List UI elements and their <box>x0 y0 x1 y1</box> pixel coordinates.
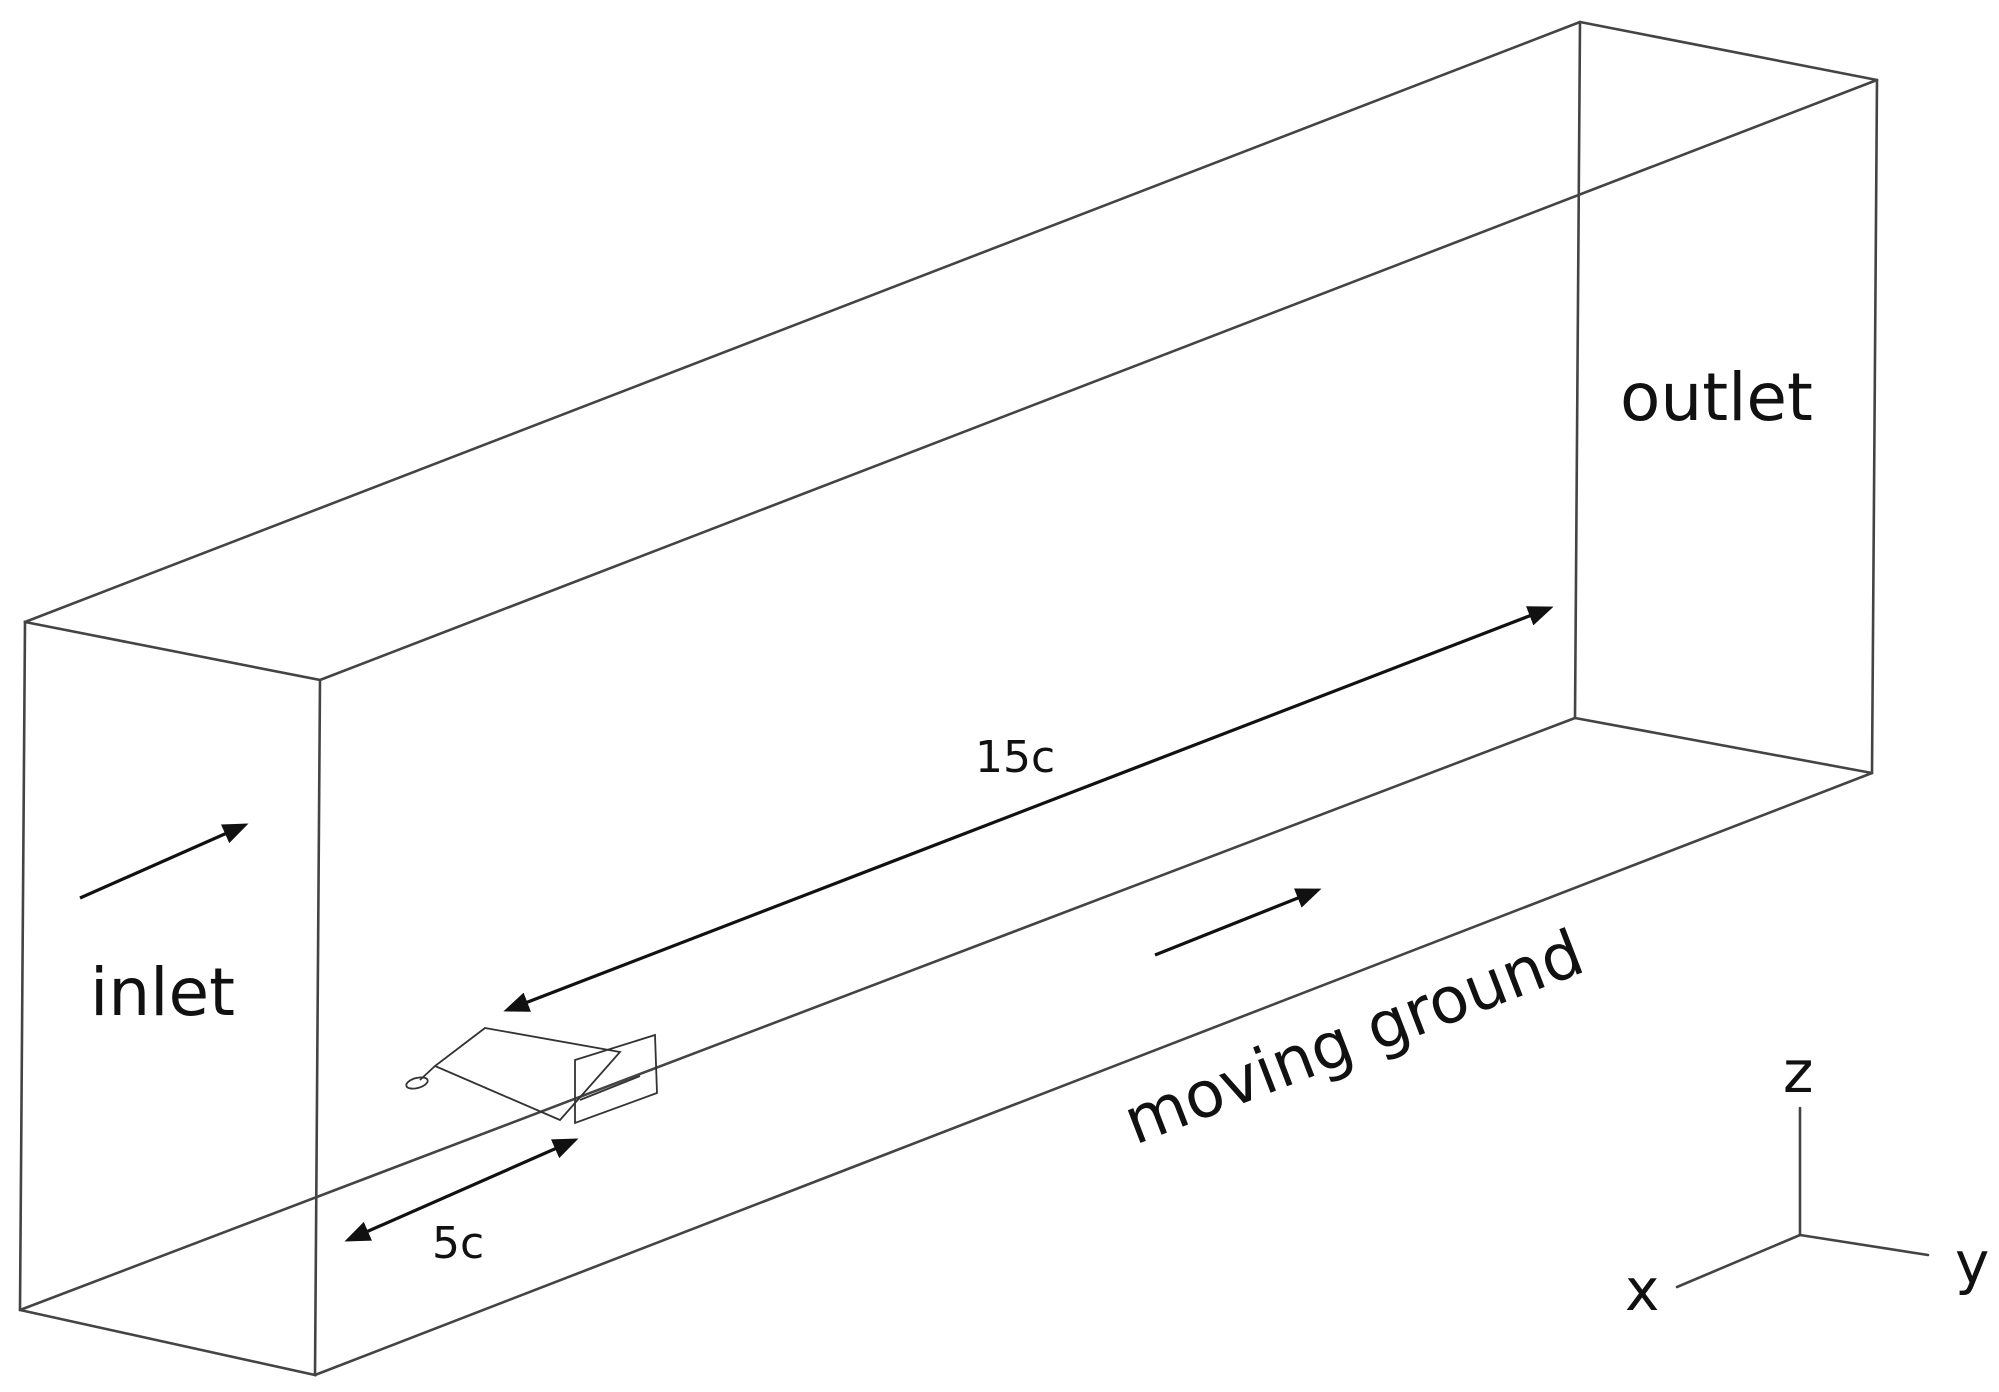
inlet-flow-arrow <box>79 823 249 900</box>
wing-planform <box>433 1027 622 1122</box>
coordinate-axes <box>1675 1106 1930 1289</box>
outlet-front-vertical-edge <box>1870 78 1879 775</box>
upstream-dimension-arrow <box>344 1138 579 1242</box>
outlet-label: outlet <box>1620 359 1813 436</box>
domain-box <box>18 20 1879 1377</box>
upstream-dimension-label: 5c <box>432 1218 484 1269</box>
y-axis-line <box>1798 1233 1930 1257</box>
bottom-front-edge <box>313 771 1874 1377</box>
top-right-edge <box>1578 20 1879 82</box>
top-back-edge <box>23 20 1582 624</box>
downstream-dimension-arrow <box>503 606 1554 1012</box>
endplate <box>574 1033 658 1125</box>
downstream-dimension-label: 15c <box>975 732 1055 783</box>
x-axis-line <box>1675 1233 1802 1289</box>
nose-body <box>405 1076 429 1090</box>
z-axis-label: z <box>1783 1038 1813 1106</box>
outlet-back-vertical-edge <box>1573 20 1582 720</box>
x-axis-label: x <box>1625 1256 1659 1324</box>
wing-trailing-edge <box>579 1075 641 1101</box>
top-front-edge <box>318 78 1879 682</box>
wing-model <box>405 1027 658 1125</box>
ground-motion-arrow <box>1154 888 1322 957</box>
inlet-label: inlet <box>90 954 235 1031</box>
y-axis-label: y <box>1955 1229 1989 1297</box>
bottom-right-edge <box>1573 716 1874 775</box>
